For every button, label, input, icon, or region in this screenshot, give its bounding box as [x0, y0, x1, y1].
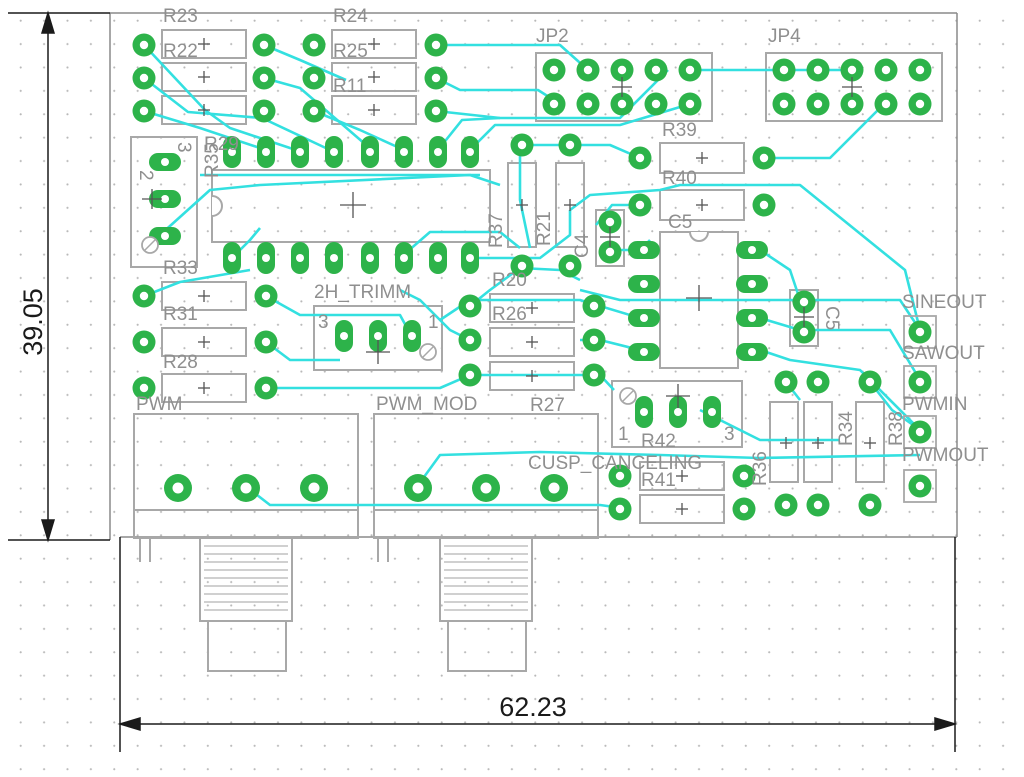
label-r11: R11	[333, 76, 366, 97]
label-r29: R29	[204, 134, 239, 155]
label-r39: R39	[662, 120, 697, 141]
label-r22: R22	[163, 41, 198, 62]
label-pwmin: PWMIN	[902, 394, 967, 415]
pin-label-t2-right: 3	[724, 424, 735, 445]
label-r35: R35	[202, 143, 223, 178]
component-labels: R23 R22 R24 R25 R11 JP2 JP4 R29 R35 R39 …	[135, 6, 989, 491]
pin-label-t1-left: 3	[318, 312, 329, 333]
label-pwm-mod: PWM_MOD	[376, 394, 477, 415]
pin-label-t1-right: 1	[428, 312, 439, 333]
label-sineout: SINEOUT	[902, 292, 987, 313]
label-r21: R21	[534, 211, 555, 246]
label-pwmout: PWMOUT	[902, 445, 989, 466]
label-r28: R28	[163, 352, 198, 373]
label-c5-right: C5	[821, 306, 842, 330]
connector-rings	[903, 315, 937, 503]
label-r36: R36	[750, 451, 771, 486]
label-r23: R23	[163, 6, 198, 27]
label-cusp-canceling: CUSP_CANCELING	[528, 453, 702, 474]
ic2-notch	[689, 231, 709, 242]
label-r42: R42	[641, 431, 676, 452]
label-r20: R20	[492, 270, 527, 291]
label-r38: R38	[886, 411, 907, 446]
pin-label-t3-mid: 2	[135, 170, 156, 181]
pot-shaft-threads	[204, 545, 528, 611]
label-jp2: JP2	[536, 26, 569, 47]
label-r31: R31	[163, 304, 198, 325]
pin-label-t3-top: 3	[173, 142, 194, 153]
label-r33: R33	[163, 258, 198, 279]
pin-label-t2-left: 1	[618, 424, 629, 445]
ic1-notch	[211, 195, 223, 217]
label-r26: R26	[492, 304, 527, 325]
board-width-dimension: 62.23	[499, 692, 567, 722]
label-2h-trimm: 2H_TRIMM	[314, 282, 411, 303]
label-r27: R27	[530, 395, 565, 416]
dimension-lines	[8, 10, 958, 752]
label-r24: R24	[333, 6, 368, 27]
board-height-dimension: 39.05	[18, 288, 48, 356]
label-r37: R37	[486, 213, 507, 248]
origin-crosses	[142, 38, 876, 515]
label-r40: R40	[662, 168, 697, 189]
label-jp4: JP4	[768, 26, 801, 47]
label-sawout: SAWOUT	[902, 343, 985, 364]
label-r25: R25	[333, 41, 368, 62]
label-r34: R34	[836, 411, 857, 446]
pads	[132, 33, 932, 521]
label-c5-ic: C5	[668, 212, 692, 233]
label-r41: R41	[641, 470, 676, 491]
label-pwm: PWM	[136, 394, 182, 415]
label-c4: C4	[572, 233, 593, 258]
